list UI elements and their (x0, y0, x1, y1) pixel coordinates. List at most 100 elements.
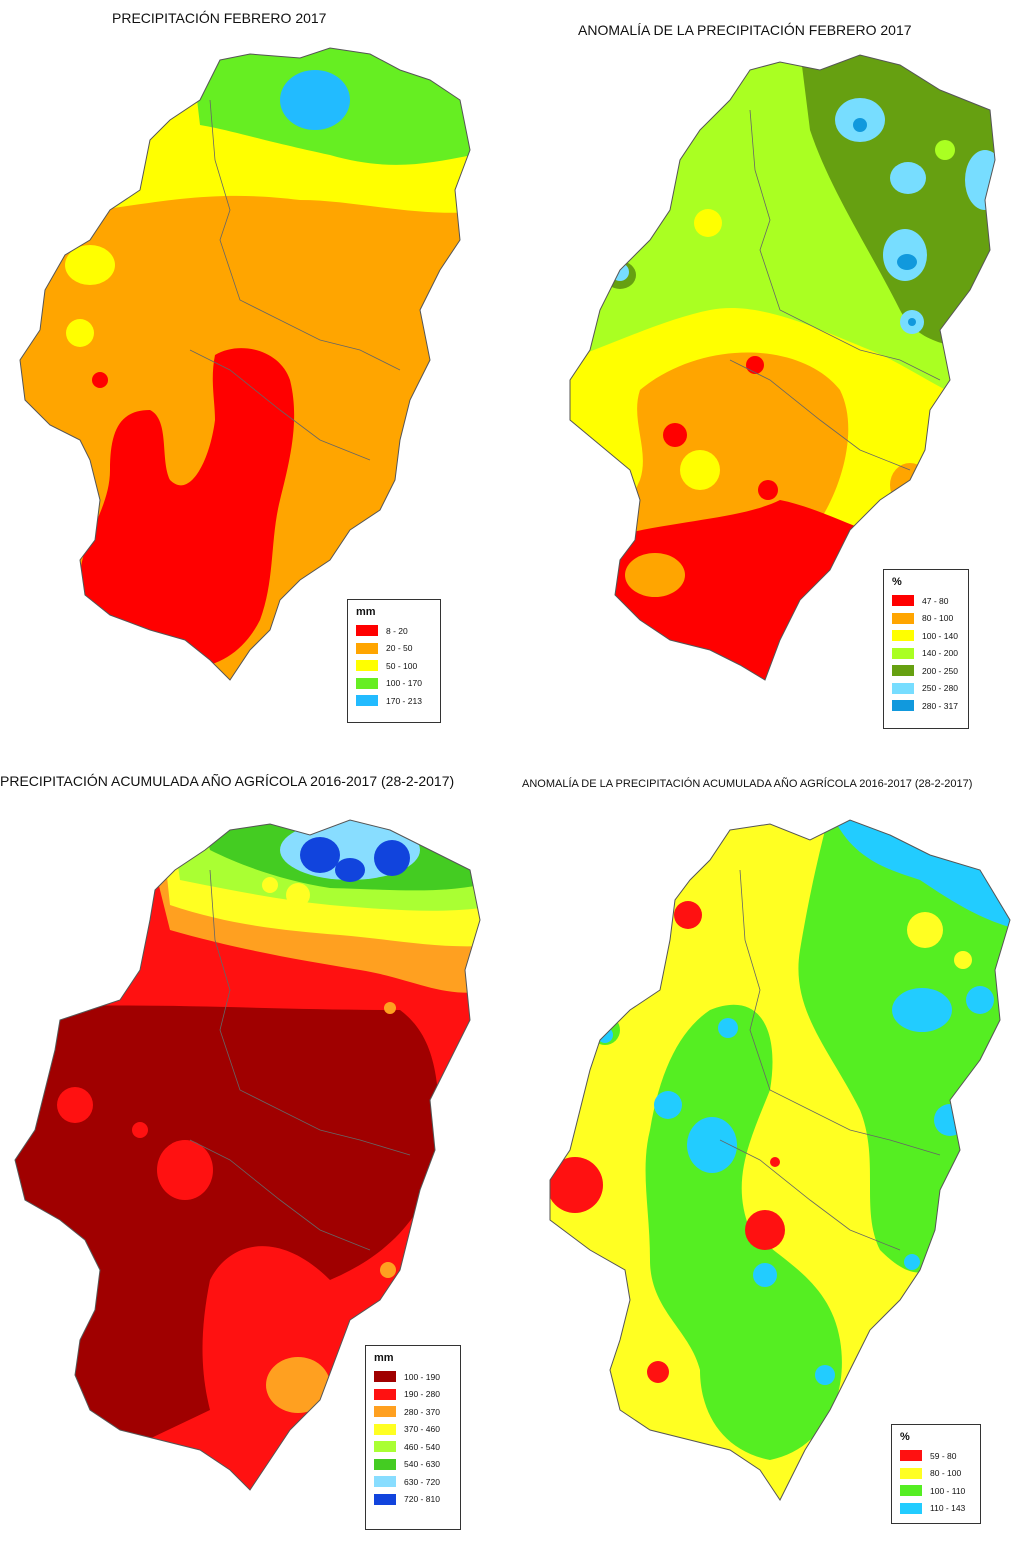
legend-class: 540 - 630 (374, 1456, 452, 1474)
legend-class: 720 - 810 (374, 1491, 452, 1509)
legend-unit: % (900, 1431, 910, 1443)
legend-class: 50 - 100 (356, 657, 432, 675)
zone-280-317 (908, 318, 916, 326)
legend-label: 110 - 143 (930, 1503, 966, 1514)
legend-label: 8 - 20 (386, 625, 408, 636)
legend-swatch (892, 630, 914, 642)
legend-label: 190 - 280 (404, 1389, 440, 1400)
province-border (189, 869, 411, 1251)
zone-370-460 (286, 883, 310, 907)
legend-swatch (374, 1423, 396, 1435)
legend-swatch (900, 1467, 922, 1479)
zone-190-280 (157, 1140, 213, 1200)
legend-unit: mm (356, 606, 376, 618)
legend-swatch (374, 1493, 396, 1505)
legend-label: 280 - 317 (922, 700, 958, 711)
legend-swatch (356, 625, 378, 637)
legend-label: 100 - 140 (922, 630, 958, 641)
legend-class: 630 - 720 (374, 1473, 452, 1491)
legend-swatch (374, 1388, 396, 1400)
zone-720-810 (300, 837, 340, 873)
map-title-precip-accum: PRECIPITACIÓN ACUMULADA AÑO AGRÍCOLA 201… (0, 773, 455, 789)
zone-250-280 (965, 150, 995, 210)
zone-47-80 (663, 423, 687, 447)
legend-class: 47 - 80 (892, 592, 960, 610)
legend-class: 140 - 200 (892, 645, 960, 663)
province-border (189, 99, 401, 461)
legend-label: 200 - 250 (922, 665, 958, 676)
zone-100-140 (694, 209, 722, 237)
zone-110-143 (815, 1365, 835, 1385)
zone-110-143 (654, 1091, 682, 1119)
legend-label: 50 - 100 (386, 660, 418, 671)
zone-47-80 (746, 356, 764, 374)
legend-class: 100 - 190 (374, 1368, 452, 1386)
legend-swatch (892, 595, 914, 607)
legend-unit: mm (374, 1352, 394, 1364)
zone-720-810 (374, 840, 410, 876)
zone-140-200 (935, 140, 955, 160)
zone-280-370 (384, 1002, 396, 1014)
zone-80-100 (907, 912, 943, 948)
zone-110-143 (892, 988, 952, 1032)
legend-swatch (374, 1441, 396, 1453)
legend-label: 540 - 630 (404, 1459, 440, 1470)
zone-110-143 (904, 1254, 920, 1270)
legend-label: 80 - 100 (930, 1468, 962, 1479)
legend-swatch (374, 1371, 396, 1383)
zone-190-280 (132, 1122, 148, 1138)
zone-280-317 (853, 118, 867, 132)
legend-swatch (356, 677, 378, 689)
legend-label: 460 - 540 (404, 1441, 440, 1452)
zone-190-280 (57, 1087, 93, 1123)
legend-class: 250 - 280 (892, 680, 960, 698)
zone-59-80 (550, 1157, 603, 1213)
legend-class: 8 - 20 (356, 622, 432, 640)
legend-label: 280 - 370 (404, 1406, 440, 1417)
legend-swatch (374, 1458, 396, 1470)
legend-swatch (356, 642, 378, 654)
map-title-anomaly-feb: ANOMALÍA DE LA PRECIPITACIÓN FEBRERO 201… (578, 22, 912, 38)
zone-80-100 (625, 553, 685, 597)
legend-class: 59 - 80 (900, 1447, 972, 1465)
legend-swatch (900, 1502, 922, 1514)
province-border (729, 109, 941, 471)
zone-47-80 (758, 480, 778, 500)
zone-59-80 (745, 1210, 785, 1250)
legend-swatch (892, 665, 914, 677)
zone-280-317 (897, 254, 917, 270)
legend-label: 140 - 200 (922, 648, 958, 659)
legend-label: 20 - 50 (386, 643, 413, 654)
zone-100-190 (15, 1005, 440, 1490)
zone-250-280 (890, 162, 926, 194)
map-title-anomaly-accum: ANOMALÍA DE LA PRECIPITACIÓN ACUMULADA A… (522, 778, 973, 790)
zone-170-213 (280, 70, 350, 130)
map-anomaly-feb (569, 54, 996, 681)
zone-59-80 (647, 1361, 669, 1383)
zone-50-100 (65, 245, 115, 285)
zone-8-20 (80, 348, 295, 668)
zone-110-143 (718, 1018, 738, 1038)
zone-80-100 (954, 951, 972, 969)
legend-swatch (892, 682, 914, 694)
zone-50-100 (66, 319, 94, 347)
legend-class: 280 - 317 (892, 697, 960, 715)
zone-100-110 (645, 1004, 842, 1460)
legend-class: 110 - 143 (900, 1500, 972, 1518)
zone-110-143 (934, 1104, 966, 1136)
legend-swatch (900, 1450, 922, 1462)
legend-label: 80 - 100 (922, 613, 954, 624)
legend-label: 59 - 80 (930, 1450, 957, 1461)
province-border (719, 869, 941, 1251)
zone-280-370 (380, 1262, 396, 1278)
legend-class: 80 - 100 (900, 1465, 972, 1483)
zone-110-143 (966, 986, 994, 1014)
zone-59-80 (770, 1157, 780, 1167)
legend-swatch (900, 1485, 922, 1497)
legend-class: 460 - 540 (374, 1438, 452, 1456)
legend-class: 100 - 110 (900, 1482, 972, 1500)
legend-class: 80 - 100 (892, 610, 960, 628)
legend-unit: % (892, 576, 902, 588)
legend-label: 630 - 720 (404, 1476, 440, 1487)
